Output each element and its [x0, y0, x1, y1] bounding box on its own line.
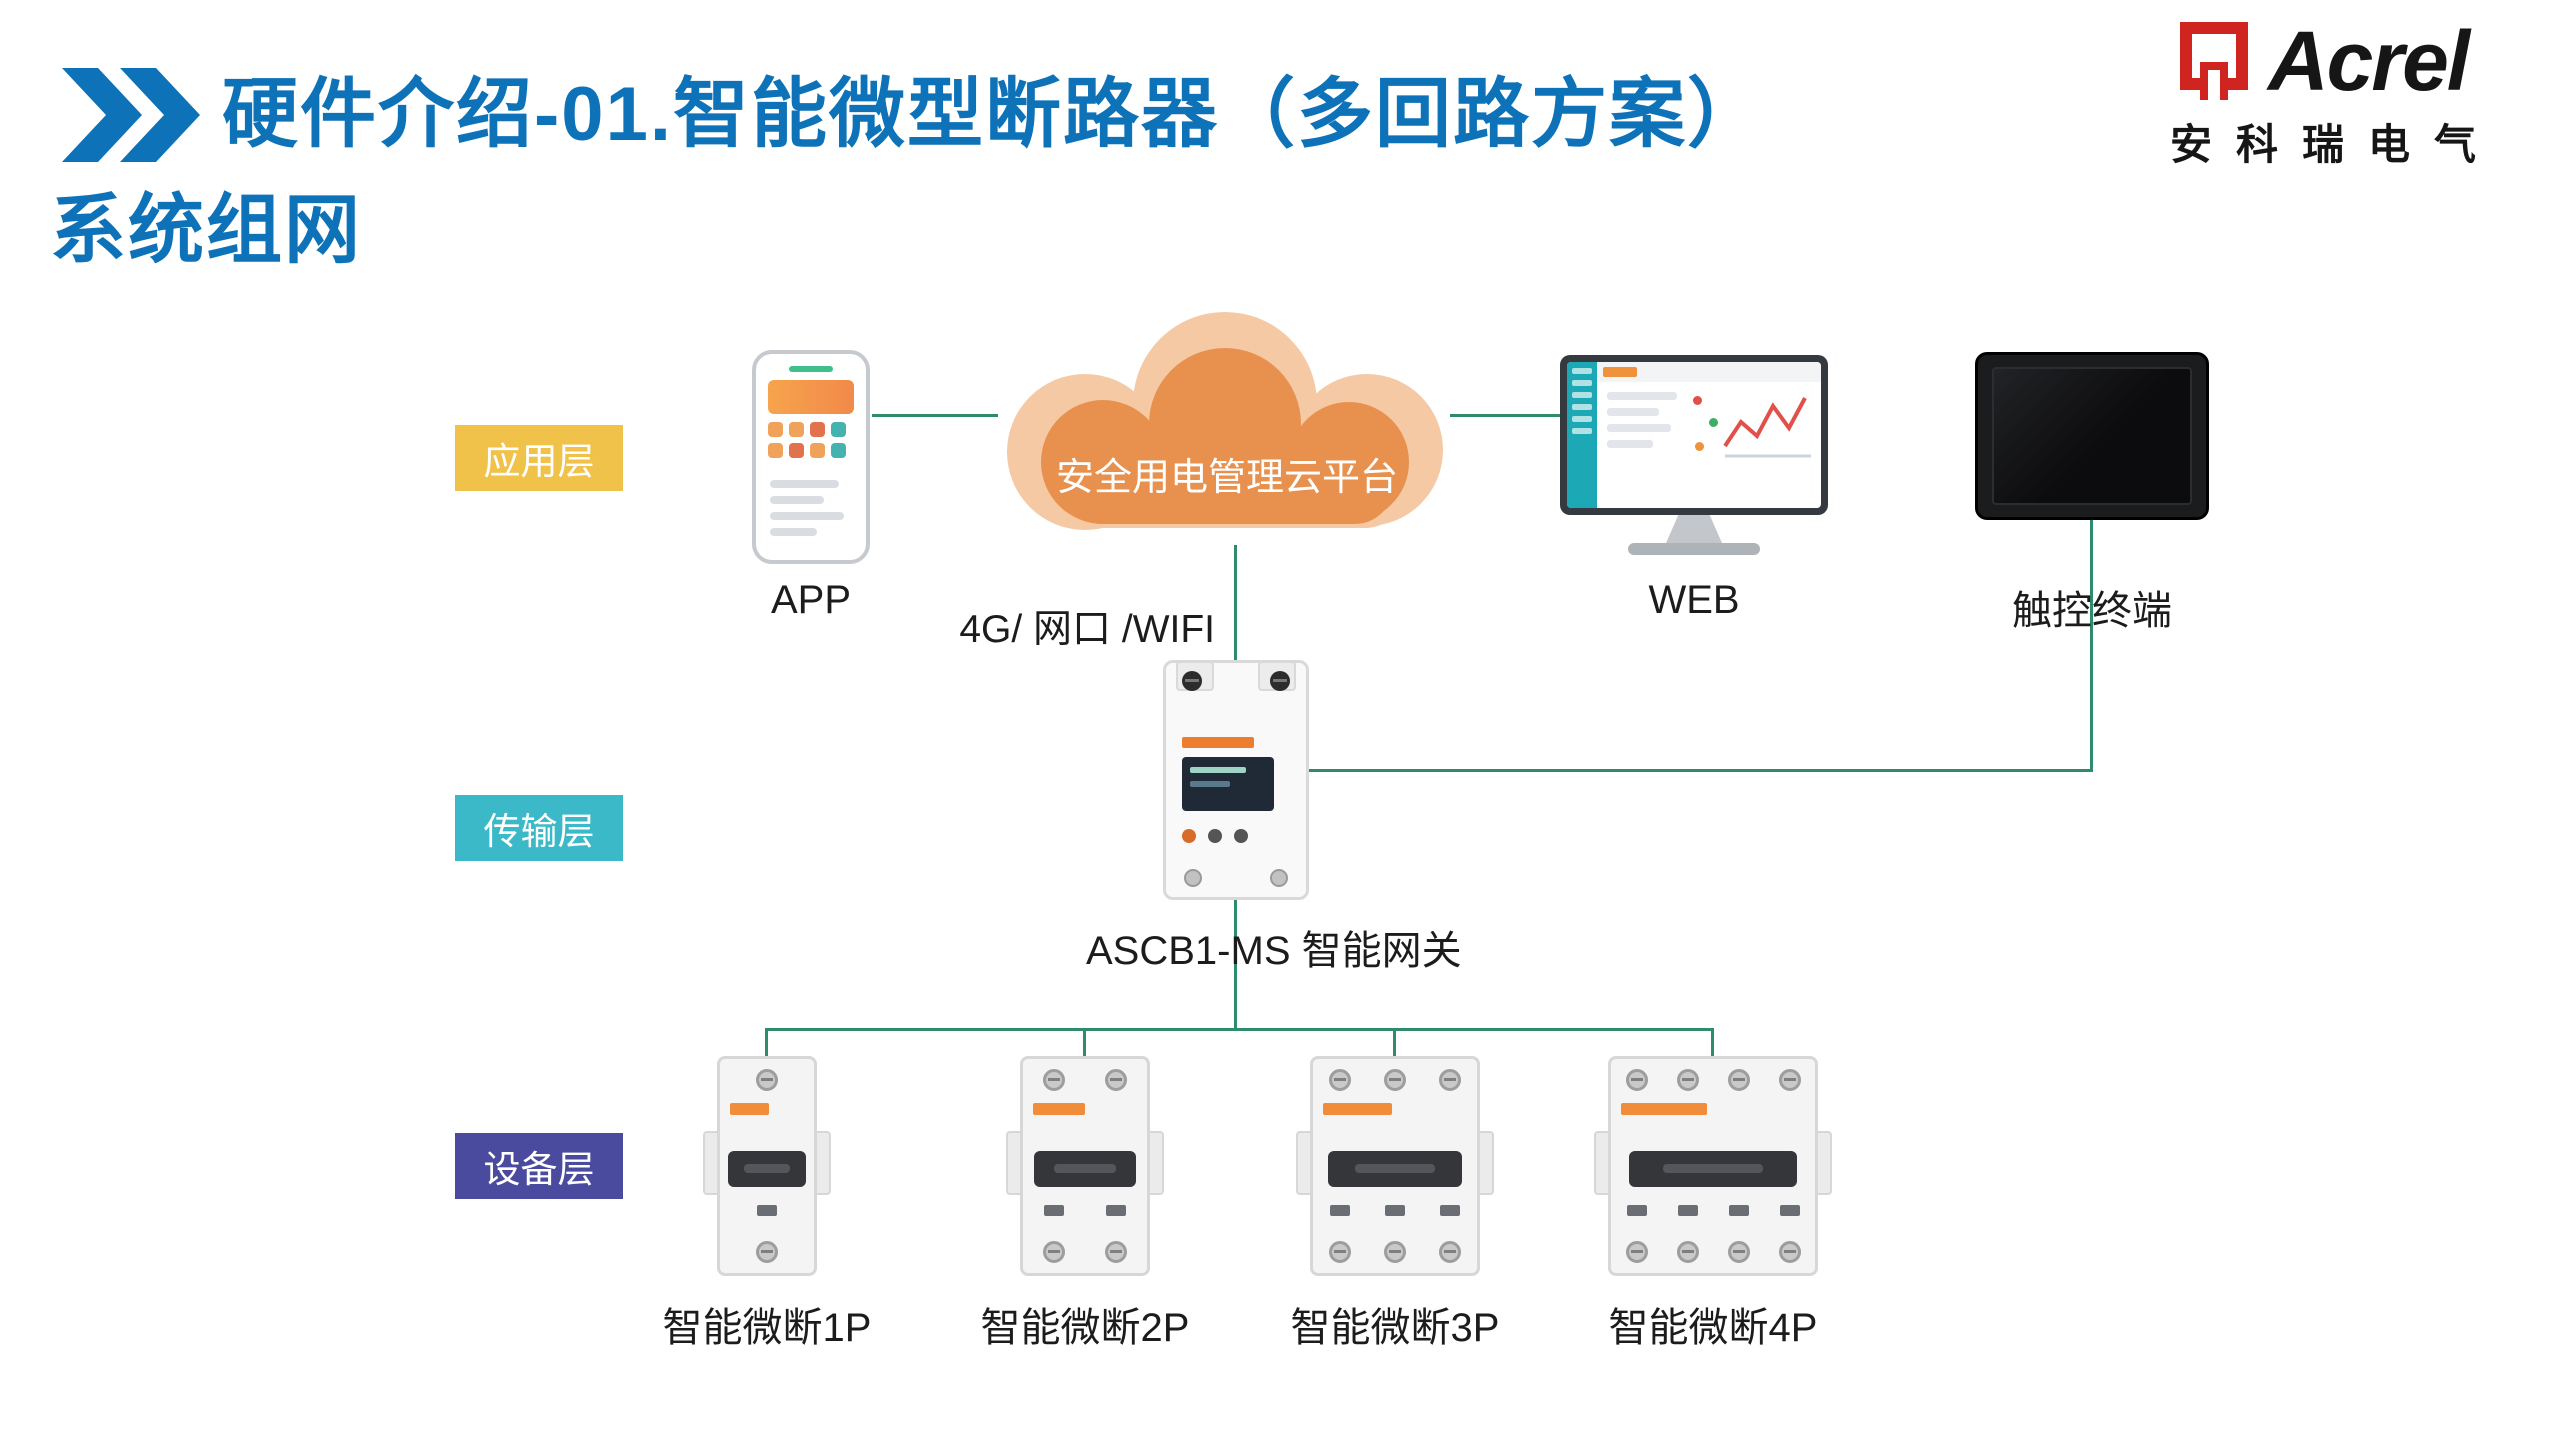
gateway-label: ASCB1-MS 智能网关 — [1086, 929, 1462, 973]
connector-cloud-monitor — [1450, 414, 1562, 417]
layer-badge-device: 设备层 — [455, 1133, 623, 1199]
breaker-handle — [1327, 1151, 1463, 1187]
connector-gateway-bus — [1234, 898, 1237, 1030]
gateway-screen — [1182, 757, 1274, 811]
connector-terminal-drop — [2090, 520, 2093, 772]
connector-drop-breaker3 — [1393, 1028, 1396, 1058]
breaker-handle — [1629, 1151, 1797, 1187]
web-monitor — [1560, 355, 1828, 555]
acrel-company-text: 安科瑞电气 — [2170, 121, 2501, 168]
page-title: 硬件介绍-01.智能微型断路器（多回路方案） — [222, 72, 1765, 157]
connector-drop-breaker1 — [765, 1028, 768, 1058]
gateway-terminal-screw — [1182, 671, 1202, 691]
page-subtitle: 系统组网 — [50, 188, 362, 273]
breaker-1p-label: 智能微断1P — [662, 1306, 872, 1350]
uplink-label: 4G/ 网口 /WIFI — [959, 608, 1215, 651]
monitor-screen — [1567, 362, 1821, 508]
gateway-screw — [1270, 869, 1288, 887]
acrel-brand-text: Acrel — [2268, 13, 2470, 108]
terminal-label: 触控终端 — [2012, 589, 2172, 633]
connector-device-bus — [765, 1028, 1714, 1031]
connector-cloud-gateway — [1234, 545, 1237, 662]
cloud-label: 安全用电管理云平台 — [1056, 457, 1398, 499]
acrel-logo: Acrel 安科瑞电气 — [2170, 16, 2530, 172]
gateway-buttons — [1182, 829, 1248, 843]
gateway-brand-stripe — [1182, 737, 1254, 748]
breaker-handle — [1034, 1151, 1136, 1187]
monitor-stand-base — [1628, 543, 1760, 555]
connector-terminal-gateway — [1309, 769, 2093, 772]
gateway-screw — [1184, 869, 1202, 887]
breaker-2p — [1006, 1056, 1164, 1276]
cloud-platform: 安全用电管理云平台 — [985, 312, 1470, 550]
web-label: WEB — [1648, 578, 1740, 622]
phone-screen — [762, 362, 860, 552]
gateway-terminal-screw — [1270, 671, 1290, 691]
breaker-handle — [728, 1151, 806, 1187]
breaker-3p-label: 智能微断3P — [1290, 1306, 1500, 1350]
layer-badge-application: 应用层 — [455, 425, 623, 491]
title-chevrons-icon — [62, 68, 212, 167]
breaker-4p — [1594, 1056, 1832, 1276]
gateway-device — [1163, 660, 1309, 900]
monitor-stand-neck — [1666, 515, 1722, 543]
mini-chart — [1723, 397, 1811, 458]
connector-phone-cloud — [872, 414, 998, 417]
cloud-front-shape — [1041, 348, 1409, 524]
layer-badge-transmission: 传输层 — [455, 795, 623, 861]
touch-terminal — [1975, 352, 2209, 520]
connector-drop-breaker2 — [1083, 1028, 1086, 1058]
breaker-1p — [703, 1056, 831, 1276]
terminal-screen — [1992, 367, 2192, 505]
app-phone — [752, 350, 870, 564]
acrel-logo-icon — [2170, 16, 2258, 105]
monitor-frame — [1560, 355, 1828, 515]
app-label: APP — [770, 578, 852, 622]
breaker-3p — [1296, 1056, 1494, 1276]
connector-drop-breaker4 — [1711, 1028, 1714, 1058]
breaker-2p-label: 智能微断2P — [980, 1306, 1190, 1350]
breaker-4p-label: 智能微断4P — [1608, 1306, 1818, 1350]
